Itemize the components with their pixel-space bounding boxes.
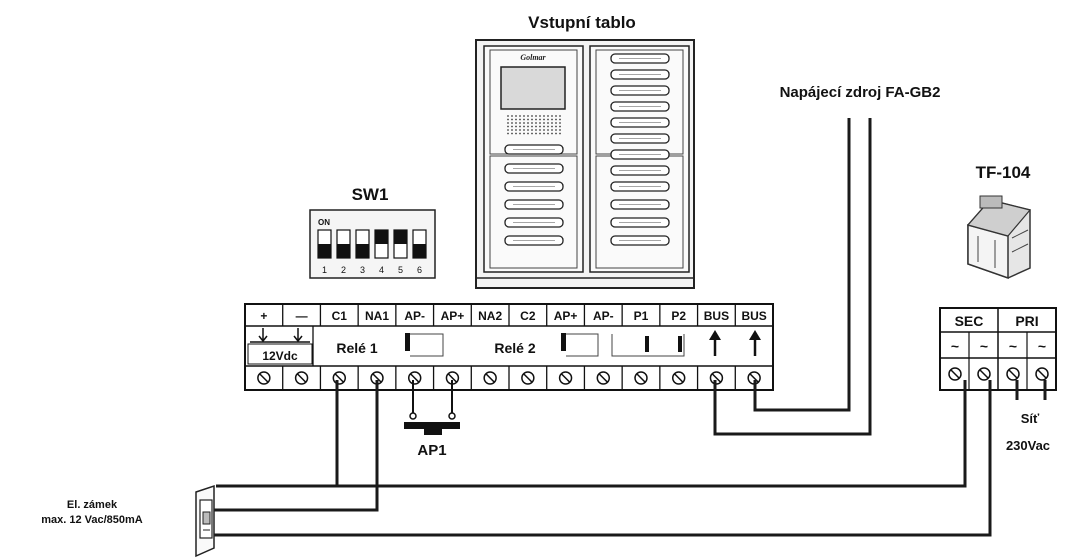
terminal-label: + — [260, 309, 267, 323]
terminal-label: — — [296, 309, 308, 323]
sw1-dip-switch: ON 1 2 3 4 5 6 — [309, 209, 436, 279]
dip-switch-number: 5 — [398, 265, 403, 275]
mains-voltage-label: 230Vac — [1006, 438, 1050, 453]
terminal-label: AP- — [404, 309, 425, 323]
dip-switch-levers — [317, 229, 427, 259]
bus-arrow-2 — [749, 330, 761, 356]
sec-ac-2: ~ — [980, 338, 988, 354]
dip-switch-knob — [356, 244, 369, 258]
door-release-bracket-2 — [561, 333, 599, 357]
terminal-label: C2 — [520, 309, 536, 323]
door-release-bracket-1 — [405, 333, 444, 357]
transformer-tf104-icon — [966, 195, 1032, 280]
electric-lock-icon — [195, 484, 215, 558]
terminal-label: BUS — [741, 309, 766, 323]
panel-module-left: Golmar — [483, 45, 584, 273]
bus-arrow-1 — [709, 330, 721, 356]
dip-switch-number: 4 — [379, 265, 384, 275]
wiring — [214, 118, 1047, 537]
terminal-label: C1 — [332, 309, 348, 323]
transformer-screws — [948, 367, 1049, 381]
lock-label: El. zámek — [67, 499, 118, 511]
panel-module-right — [589, 45, 690, 273]
transformer-label: TF-104 — [976, 163, 1031, 182]
pri-ac-2: ~ — [1038, 338, 1046, 354]
power-12vdc-label: 12Vdc — [262, 349, 298, 363]
terminal-label: AP+ — [441, 309, 465, 323]
sw1-label: SW1 — [352, 185, 389, 204]
panel-display — [500, 66, 566, 110]
ap1-label: AP1 — [417, 442, 446, 459]
panel-brand: Golmar — [520, 53, 546, 62]
dip-switch-numbers: 1 2 3 4 5 6 — [322, 265, 422, 275]
dip-switch-knob — [394, 230, 407, 244]
panel-buttons-right — [610, 53, 670, 246]
pri-label: PRI — [1015, 313, 1038, 329]
terminal-label: P1 — [634, 309, 649, 323]
dip-switch-knob — [318, 244, 331, 258]
dip-switch-number: 6 — [417, 265, 422, 275]
transformer-terminal-block: SEC PRI ~ ~ ~ ~ — [939, 307, 1057, 391]
panel-title: Vstupní tablo — [528, 13, 636, 32]
terminal-label: NA1 — [365, 309, 389, 323]
wire-na1-lock — [214, 380, 379, 512]
relay1-label: Relé 1 — [336, 340, 377, 356]
pri-ac-1: ~ — [1009, 338, 1017, 354]
p1-p2-bracket — [611, 334, 685, 357]
wire-lock-sec — [214, 380, 992, 537]
terminal-label: AP+ — [554, 309, 578, 323]
mains-label: Síť — [1021, 411, 1040, 426]
wire-bus-1 — [713, 118, 872, 436]
sec-label: SEC — [955, 313, 984, 329]
terminal-label: AP- — [593, 309, 614, 323]
power-supply-label: Napájecí zdroj FA-GB2 — [780, 84, 941, 101]
dip-switch-number: 2 — [341, 265, 346, 275]
terminal-label: P2 — [671, 309, 686, 323]
wire-bus-2 — [753, 118, 851, 412]
speaker-grille — [507, 115, 561, 135]
terminal-label: NA2 — [478, 309, 502, 323]
terminal-screws — [257, 371, 761, 385]
dip-switch-knob — [375, 230, 388, 244]
terminal-labels: + — C1 NA1 AP- AP+ NA2 C2 AP+ AP- P1 P2 BUS BUS — [260, 309, 766, 323]
dip-switch-knob — [413, 244, 426, 258]
lock-spec-label: max. 12 Vac/850mA — [41, 514, 143, 526]
terminal-block: + — C1 NA1 AP- AP+ NA2 C2 AP+ AP- P1 P2 BUS BUS 12Vdc… — [244, 303, 774, 391]
wire-c1-sec — [335, 380, 967, 488]
relay2-label: Relé 2 — [494, 340, 535, 356]
dip-switch-number: 3 — [360, 265, 365, 275]
panel-buttons-left — [504, 144, 564, 246]
dip-switch-number: 1 — [322, 265, 327, 275]
ap1-push-button — [404, 380, 460, 435]
entrance-panel: Golmar — [475, 39, 695, 289]
dip-switch-knob — [337, 244, 350, 258]
sec-ac-1: ~ — [951, 338, 959, 354]
terminal-label: BUS — [704, 309, 729, 323]
sw1-on-label: ON — [318, 218, 330, 227]
